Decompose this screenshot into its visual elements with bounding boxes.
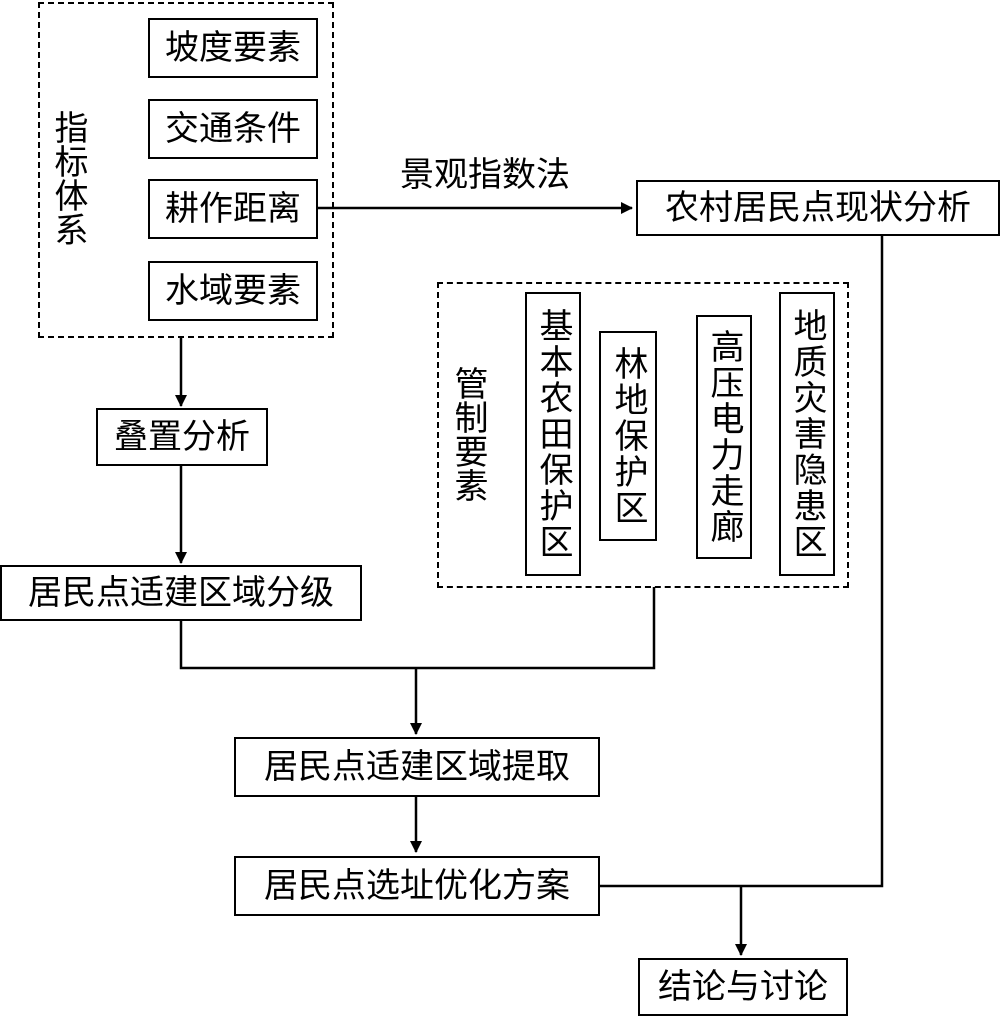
- grading-box: 居民点适建区域分级: [0, 565, 362, 621]
- control-power-corridor-text: 高压电力走廊: [704, 329, 744, 545]
- status-analysis-box: 农村居民点现状分析: [636, 180, 1000, 236]
- merge-line: [179, 587, 656, 670]
- control-basic-farmland-text: 基本农田保护区: [533, 308, 573, 560]
- control-basic-farmland: 基本农田保护区: [525, 292, 581, 576]
- control-forest-land: 林地保护区: [599, 331, 657, 541]
- indicator-system-label: 指标体系: [48, 110, 88, 246]
- status-down-line: [600, 234, 884, 888]
- extraction-box: 居民点适建区域提取: [234, 737, 600, 797]
- control-geohazard-text: 地质灾害隐患区: [787, 308, 827, 560]
- factor-slope: 坡度要素: [148, 18, 318, 78]
- overlay-analysis-box: 叠置分析: [96, 408, 268, 466]
- control-factors-label: 管制要素: [448, 366, 488, 502]
- factor-farming-distance: 耕作距离: [148, 179, 318, 239]
- edge-label-landscape-index: 景观指数法: [400, 155, 570, 195]
- factor-traffic: 交通条件: [148, 99, 318, 159]
- control-forest-land-text: 林地保护区: [608, 346, 648, 526]
- factor-water: 水域要素: [148, 261, 318, 321]
- indicator-system-group: [38, 2, 334, 338]
- conclusion-box: 结论与讨论: [638, 958, 848, 1016]
- control-factors-group: [437, 282, 849, 588]
- control-power-corridor: 高压电力走廊: [696, 315, 752, 559]
- optimization-box: 居民点选址优化方案: [234, 856, 600, 916]
- control-geohazard: 地质灾害隐患区: [779, 292, 835, 576]
